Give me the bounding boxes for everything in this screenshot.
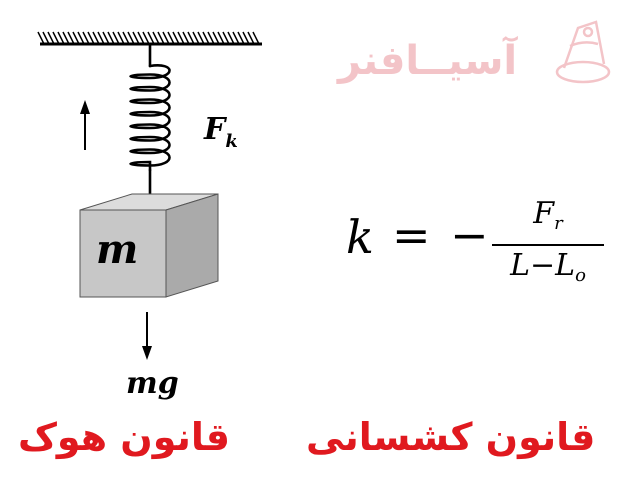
hatch-line <box>102 31 110 45</box>
hatch-line <box>62 31 70 45</box>
mass-label: m <box>96 226 139 273</box>
hatch-line <box>72 31 80 45</box>
hooke-law-title: قانون هوک <box>18 415 230 459</box>
hatch-line <box>82 31 90 45</box>
formula-denominator: L−Lo <box>492 248 604 294</box>
formula-numerator-subscript: r <box>554 213 563 234</box>
hatch-line <box>87 31 95 45</box>
formula-fraction-bar <box>492 244 604 246</box>
hatch-line <box>127 31 135 45</box>
hatch-line <box>142 31 150 45</box>
asia-fanar-logo-icon <box>555 20 611 84</box>
hatch-line <box>147 31 155 45</box>
hatch-line <box>192 31 200 45</box>
force-arrow-up <box>80 100 90 150</box>
formula-numerator-symbol: F <box>533 196 555 231</box>
hatch-line <box>222 31 230 45</box>
hatch-line <box>122 31 130 45</box>
hatch-line <box>167 31 175 45</box>
hatch-line <box>177 31 185 45</box>
hatch-line <box>152 31 160 45</box>
hatch-line <box>57 31 65 45</box>
hatch-line <box>47 31 55 45</box>
hatch-line <box>107 31 115 45</box>
formula-fraction: Fr L−Lo <box>492 196 604 294</box>
hatch-line <box>52 31 60 45</box>
spring-force-symbol: F <box>204 112 226 147</box>
tensile-law-title: قانون کشسانی <box>306 415 596 459</box>
formula-minus: − <box>450 208 489 262</box>
hatch-line <box>197 31 205 45</box>
hatch-line <box>217 31 225 45</box>
spring-force-label: Fk <box>204 112 238 152</box>
weight-arrow-down <box>142 312 152 360</box>
hooke-formula: k = − Fr L−Lo <box>346 196 616 286</box>
hatch-line <box>207 31 215 45</box>
hatch-line <box>137 31 145 45</box>
hatch-line <box>117 31 125 45</box>
formula-denominator-main: L−L <box>510 248 576 283</box>
formula-denominator-subscript: o <box>575 265 586 286</box>
watermark-text: آسیــافنر <box>338 38 518 84</box>
hatch-line <box>67 31 75 45</box>
hatch-line <box>162 31 170 45</box>
formula-equals: = <box>392 208 431 262</box>
watermark: آسیــافنر <box>338 38 517 84</box>
hatch-line <box>242 31 250 45</box>
hatch-line <box>182 31 190 45</box>
hatch-line <box>132 31 140 45</box>
hatch-line <box>187 31 195 45</box>
formula-k: k <box>346 210 374 264</box>
ceiling <box>37 31 262 46</box>
hatch-line <box>247 31 255 45</box>
hatch-line <box>202 31 210 45</box>
hatch-line <box>237 31 245 45</box>
hatch-line <box>97 31 105 45</box>
hatch-line <box>157 31 165 45</box>
hatch-line <box>212 31 220 45</box>
hatch-line <box>227 31 235 45</box>
spring-force-subscript: k <box>225 131 238 152</box>
weight-label: mg <box>126 366 179 401</box>
mass-block <box>79 193 219 298</box>
hatch-line <box>232 31 240 45</box>
hatch-line <box>172 31 180 45</box>
hatch-line <box>42 31 50 45</box>
hatch-line <box>77 31 85 45</box>
ceiling-hatching <box>37 31 260 45</box>
spring <box>129 42 171 200</box>
hatch-line <box>92 31 100 45</box>
hatch-line <box>37 31 45 45</box>
hatch-line <box>112 31 120 45</box>
formula-numerator: Fr <box>492 196 604 242</box>
hatch-line <box>252 31 260 45</box>
